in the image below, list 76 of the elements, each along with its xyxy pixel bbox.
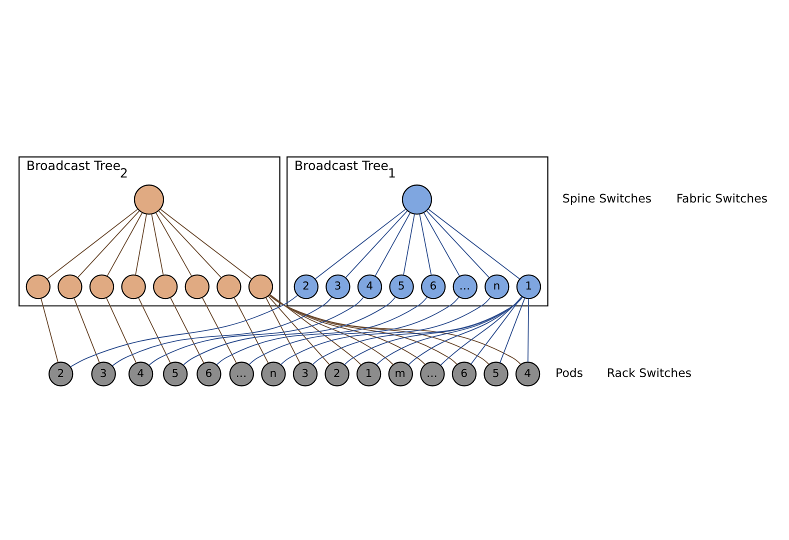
node-circle: 3 xyxy=(326,274,350,300)
connector xyxy=(46,208,138,280)
node-circle: 3 xyxy=(292,362,318,386)
node-circle: 2 xyxy=(324,362,350,386)
connector xyxy=(77,210,140,278)
node-circle xyxy=(153,274,178,300)
connector xyxy=(423,212,460,277)
connector xyxy=(527,298,530,362)
connector xyxy=(345,210,408,278)
node-circle: 3 xyxy=(91,362,116,386)
node-circle xyxy=(216,274,242,300)
connector xyxy=(268,294,426,366)
node-circle xyxy=(402,184,432,215)
connector xyxy=(440,296,522,366)
node-circle: n xyxy=(484,274,510,300)
connector xyxy=(148,296,364,366)
node-circle: 5 xyxy=(484,362,508,386)
node-circle xyxy=(58,274,82,300)
node-circle: 1 xyxy=(356,362,382,386)
node-circle: 5 xyxy=(163,362,188,386)
node-circle: 6 xyxy=(196,362,222,386)
connector xyxy=(269,294,394,366)
connector xyxy=(376,296,523,366)
node-circle xyxy=(121,274,146,300)
node-circle: 2 xyxy=(294,274,318,300)
node-circle: … xyxy=(229,362,254,386)
connector xyxy=(419,214,432,276)
node-circle xyxy=(248,274,274,300)
label: Fabric Switches xyxy=(676,192,768,206)
connector xyxy=(158,210,222,278)
connector xyxy=(135,214,147,276)
connector xyxy=(74,298,100,364)
connector xyxy=(426,210,490,278)
label: Spine Switches xyxy=(562,192,652,206)
connector xyxy=(470,296,522,364)
connector xyxy=(428,208,520,280)
node-circle: 1 xyxy=(516,274,542,300)
connector xyxy=(500,298,526,364)
node-circle: 2 xyxy=(48,362,74,386)
label: Pods xyxy=(556,366,584,380)
node-circle xyxy=(26,274,51,300)
connector xyxy=(216,296,428,366)
connector xyxy=(182,296,396,366)
connector xyxy=(374,212,411,277)
connector xyxy=(70,294,298,368)
connector xyxy=(202,297,237,364)
node-circle: 4 xyxy=(515,362,540,386)
connector xyxy=(403,214,415,276)
connector xyxy=(268,296,330,366)
node-circle xyxy=(89,274,114,300)
connector xyxy=(160,208,252,280)
connector xyxy=(138,297,171,364)
connector xyxy=(234,297,269,364)
connector xyxy=(155,212,192,277)
node-circle xyxy=(184,274,210,300)
node-circle: 6 xyxy=(420,274,446,300)
connector xyxy=(408,296,523,366)
node-circle: m xyxy=(388,362,413,386)
connector xyxy=(314,208,406,280)
node-circle xyxy=(134,184,164,215)
connector xyxy=(270,294,362,366)
connector xyxy=(170,297,204,364)
connector xyxy=(112,296,332,366)
node-circle: 4 xyxy=(128,362,154,386)
connector xyxy=(265,297,301,364)
node-circle: … xyxy=(420,362,445,386)
node-circle: 6 xyxy=(452,362,477,386)
connector xyxy=(106,297,137,364)
node-circle: n xyxy=(261,362,286,386)
connector xyxy=(151,214,164,276)
node-circle: … xyxy=(452,274,478,300)
node-circle: 4 xyxy=(357,274,382,300)
connector xyxy=(40,298,58,363)
label: Rack Switches xyxy=(606,366,692,380)
node-circle: 5 xyxy=(389,274,414,300)
connector xyxy=(106,212,143,277)
